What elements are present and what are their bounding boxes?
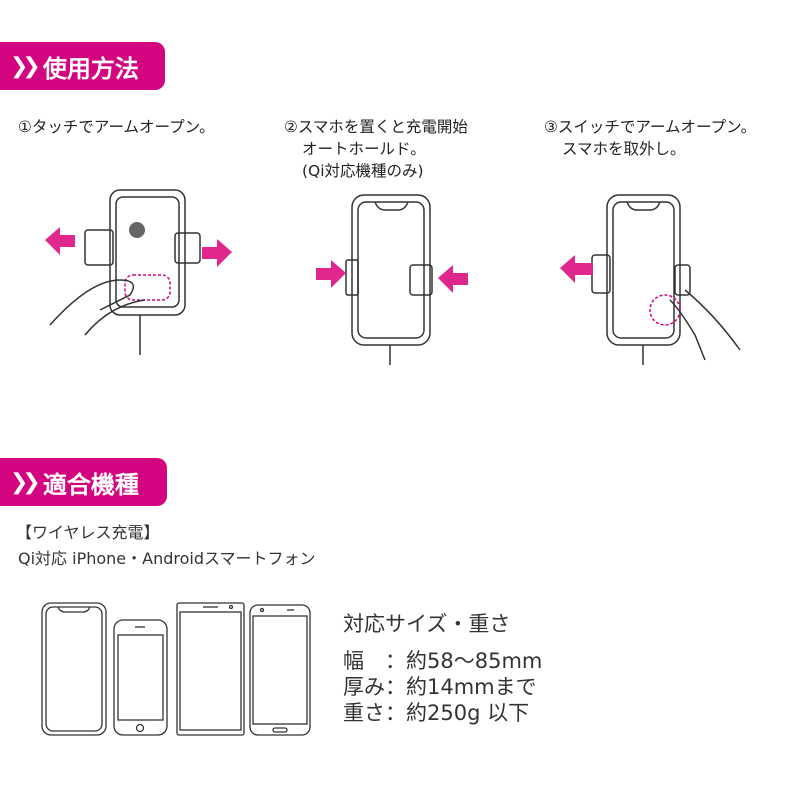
step-1-illustration xyxy=(45,189,232,355)
spec-label: 幅 ： xyxy=(343,649,406,673)
phone-icon-1 xyxy=(41,602,107,736)
double-chevron-icon: ❯❯ xyxy=(10,53,41,79)
phone-icon-3 xyxy=(176,602,245,736)
compat-title: 適合機種 xyxy=(42,470,139,499)
step-3-text: ③スイッチでアームオープン。スマホを取外し。 xyxy=(544,116,756,160)
double-chevron-icon: ❯❯ xyxy=(10,469,41,495)
step-2-line-3: (Qi対応機種のみ) xyxy=(302,162,424,180)
usage-section-header: ❯❯ 使用方法 xyxy=(0,42,165,90)
spec-label: 重さ： xyxy=(343,701,406,725)
spec-thickness: 厚み：約14mmまで xyxy=(343,671,537,701)
step-3-line-2: スマホを取外し。 xyxy=(562,140,686,158)
step-2-text: ②スマホを置くと充電開始オートホールド。 (Qi対応機種のみ) xyxy=(284,116,468,182)
step-3-illustration xyxy=(560,194,741,365)
step-2-line-2: オートホールド。 xyxy=(302,140,426,158)
phone-silhouettes xyxy=(41,602,311,736)
spec-value: 約58〜85mm xyxy=(406,649,543,673)
spec-width: 幅 ：約58〜85mm xyxy=(343,645,542,675)
arrow-right-icon xyxy=(316,260,346,288)
step-2-illustration xyxy=(316,194,468,365)
compat-category: 【ワイヤレス充電】 xyxy=(16,523,160,542)
arrow-left-icon xyxy=(45,227,75,255)
spec-label: 厚み： xyxy=(343,675,406,699)
step-2-line-1: ②スマホを置くと充電開始 xyxy=(284,118,468,136)
step-1-text: ①タッチでアームオープン。 xyxy=(18,116,215,138)
spec-title: 対応サイズ・重さ xyxy=(343,612,511,636)
arrow-left-icon xyxy=(438,265,468,293)
spec-value: 約14mmまで xyxy=(406,675,537,699)
usage-title: 使用方法 xyxy=(42,54,139,83)
spec-value: 約250g 以下 xyxy=(406,701,530,725)
step-1-line-1: ①タッチでアームオープン。 xyxy=(18,118,215,136)
compat-description: Qi対応 iPhone・Androidスマートフォン xyxy=(18,549,316,568)
step-3-line-1: ③スイッチでアームオープン。 xyxy=(544,118,757,136)
arrow-right-icon xyxy=(202,239,232,267)
compat-section-header: ❯❯ 適合機種 xyxy=(0,458,167,506)
spec-weight: 重さ：約250g 以下 xyxy=(343,697,529,727)
arrow-left-icon xyxy=(560,255,593,283)
phone-icon-2 xyxy=(113,619,168,736)
phone-icon-4 xyxy=(249,604,311,736)
